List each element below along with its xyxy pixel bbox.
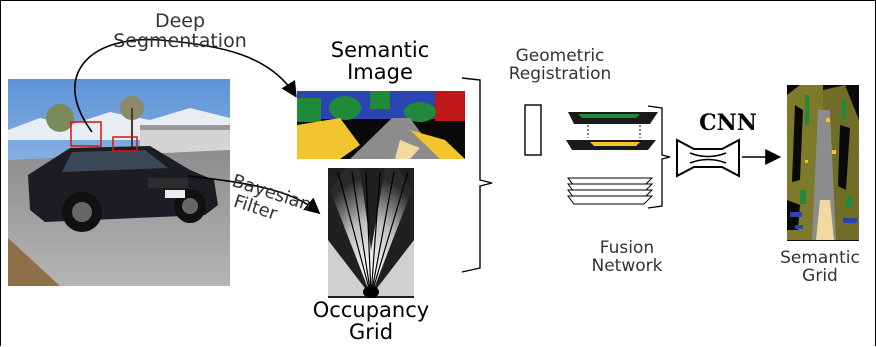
occupancy-grid-line-2: Grid: [348, 320, 394, 345]
geometric-registration-line-2: Registration: [508, 63, 612, 84]
semantic-grid-label: Semantic Grid: [764, 250, 876, 286]
occupancy-grid-image: [328, 168, 414, 298]
stacked-grid-layers-icon: [566, 112, 658, 205]
semantic-image-line-2: Image: [347, 60, 413, 85]
car-photo: [8, 79, 230, 286]
semantic-grid-line-2: Grid: [802, 265, 838, 286]
deep-segmentation-line-2: Segmentation: [113, 29, 247, 52]
occupancy-grid-line-1: Occupancy: [312, 298, 430, 322]
semantic-image-line-1: Semantic: [330, 38, 430, 62]
deep-segmentation-label: Deep Segmentation: [100, 10, 260, 52]
fusion-network-line-1: Fusion: [599, 238, 655, 258]
geometric-registration-line-1: Geometric: [515, 46, 605, 66]
semantic-image-label: Semantic Image: [295, 39, 465, 83]
deep-segmentation-line-1: Deep: [154, 10, 206, 32]
occupancy-grid-label: Occupancy Grid: [286, 299, 456, 343]
fusion-network-line-2: Network: [591, 255, 663, 276]
cnn-label: CNN: [699, 110, 757, 136]
fusion-network-label: Fusion Network: [572, 238, 682, 276]
semantic-grid-image: [787, 85, 859, 241]
semantic-grid-line-1: Semantic: [780, 250, 860, 268]
semantic-image: [297, 91, 465, 159]
cnn-hourglass-icon: [676, 138, 740, 178]
geometric-registration-label: Geometric Registration: [480, 46, 640, 84]
